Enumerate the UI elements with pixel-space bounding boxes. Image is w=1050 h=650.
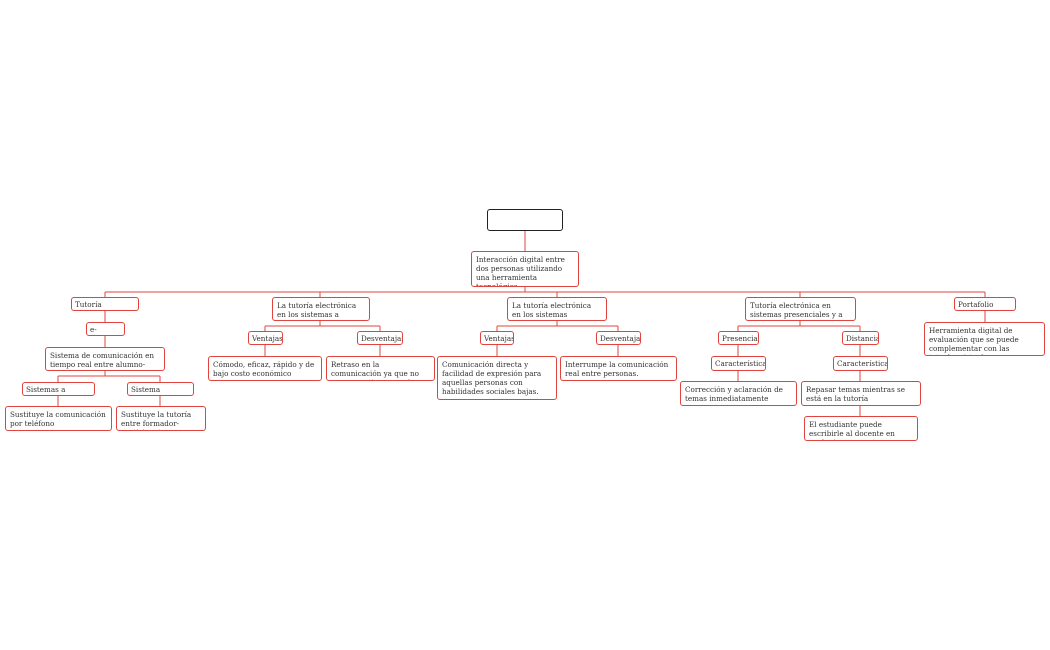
node-ventajas-presenciales[interactable]: Ventajas bbox=[480, 331, 514, 345]
node-e-tutoring[interactable]: e-tutoring bbox=[86, 322, 125, 336]
branch-tutoria-mixta[interactable]: Tutoría electrónica en sistemas presenci… bbox=[745, 297, 856, 321]
node-desventajas-presenciales-desc[interactable]: Interrumpe la comunicación real entre pe… bbox=[560, 356, 677, 381]
node-sistema-presencial[interactable]: Sistema presencial bbox=[127, 382, 194, 396]
node-desventajas-distancia[interactable]: Desventajas bbox=[357, 331, 403, 345]
node-estudiante-escribir[interactable]: El estudiante puede escribirle al docent… bbox=[804, 416, 918, 441]
branch-portafolio-digital[interactable]: Portafolio digital bbox=[954, 297, 1016, 311]
node-presencial[interactable]: Presencial bbox=[718, 331, 759, 345]
branch-tutoria-electronica[interactable]: Tutoría electrónica bbox=[71, 297, 139, 311]
branch-tutoria-presenciales[interactable]: La tutoría electrónica en los sistemas p… bbox=[507, 297, 607, 321]
node-desventajas-distancia-desc[interactable]: Retraso en la comunicación ya que no ocu… bbox=[326, 356, 435, 381]
node-sustituye-telefono[interactable]: Sustituye la comunicación por teléfono bbox=[5, 406, 112, 431]
node-portafolio-desc[interactable]: Herramienta digital de evaluación que se… bbox=[924, 322, 1045, 356]
node-repasar-temas[interactable]: Repasar temas mientras se está en la tut… bbox=[801, 381, 921, 406]
node-caracteristicas-distancia[interactable]: Características bbox=[833, 356, 888, 371]
node-ventajas-presenciales-desc[interactable]: Comunicación directa y facilidad de expr… bbox=[437, 356, 557, 400]
node-correccion[interactable]: Corrección y aclaración de temas inmedia… bbox=[680, 381, 797, 406]
root-node[interactable] bbox=[487, 209, 563, 231]
node-ventajas-distancia[interactable]: Ventajas bbox=[248, 331, 283, 345]
node-sistemas-distancia[interactable]: Sistemas a distancia bbox=[22, 382, 95, 396]
node-caracteristicas-presencial[interactable]: Características bbox=[711, 356, 766, 371]
branch-tutoria-distancia[interactable]: La tutoría electrónica en los sistemas a… bbox=[272, 297, 370, 321]
node-distancia[interactable]: Distancia bbox=[842, 331, 879, 345]
node-ventajas-distancia-desc[interactable]: Cómodo, eficaz, rápido y de bajo costo e… bbox=[208, 356, 322, 381]
intro-node[interactable]: Interacción digital entre dos personas u… bbox=[471, 251, 579, 287]
node-sustituye-tutoria[interactable]: Sustituye la tutoría entre formador-part… bbox=[116, 406, 206, 431]
node-sistema-comunicacion[interactable]: Sistema de comunicación en tiempo real e… bbox=[45, 347, 165, 371]
node-desventajas-presenciales[interactable]: Desventajas bbox=[596, 331, 641, 345]
